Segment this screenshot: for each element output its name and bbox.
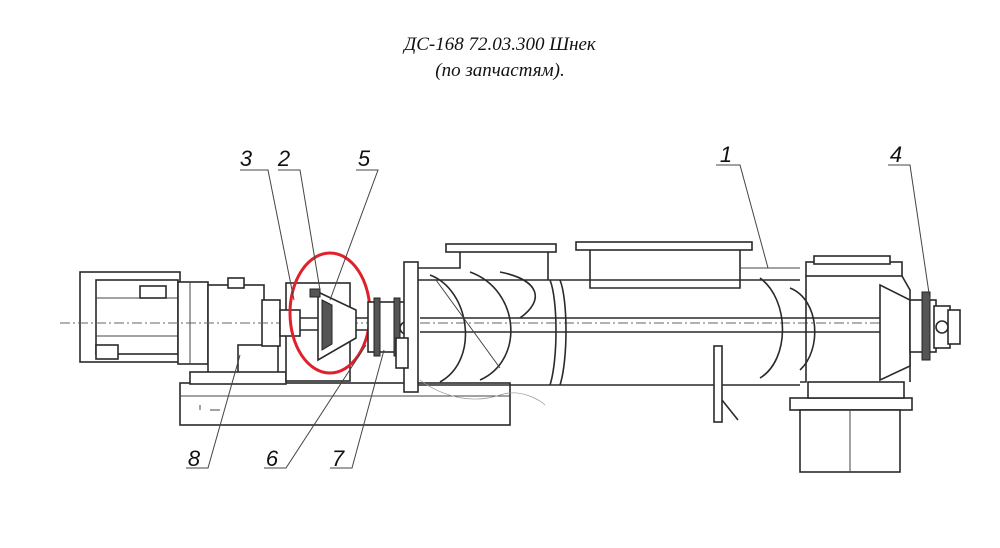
leader-lines bbox=[186, 164, 931, 469]
end-bearing bbox=[909, 291, 961, 361]
callout-8: 8 bbox=[188, 446, 201, 471]
drawing-subtitle: (по запчастям). bbox=[435, 60, 565, 81]
drawing-title: ДС-168 72.03.300 Шнек bbox=[404, 34, 596, 55]
callout-3: 3 bbox=[240, 146, 253, 171]
callout-4: 4 bbox=[890, 142, 902, 167]
electric-motor bbox=[79, 271, 209, 365]
callout-6: 6 bbox=[266, 446, 279, 471]
discharge-end bbox=[789, 255, 913, 473]
trough-body bbox=[418, 241, 800, 423]
coupling-housing bbox=[279, 282, 380, 382]
bearing-assembly bbox=[367, 261, 419, 393]
callout-7: 7 bbox=[332, 446, 345, 471]
base-frame bbox=[179, 382, 511, 426]
callout-5: 5 bbox=[358, 146, 371, 171]
screw-flights bbox=[420, 271, 900, 383]
callout-2: 2 bbox=[277, 146, 290, 171]
callout-1: 1 bbox=[720, 142, 732, 167]
